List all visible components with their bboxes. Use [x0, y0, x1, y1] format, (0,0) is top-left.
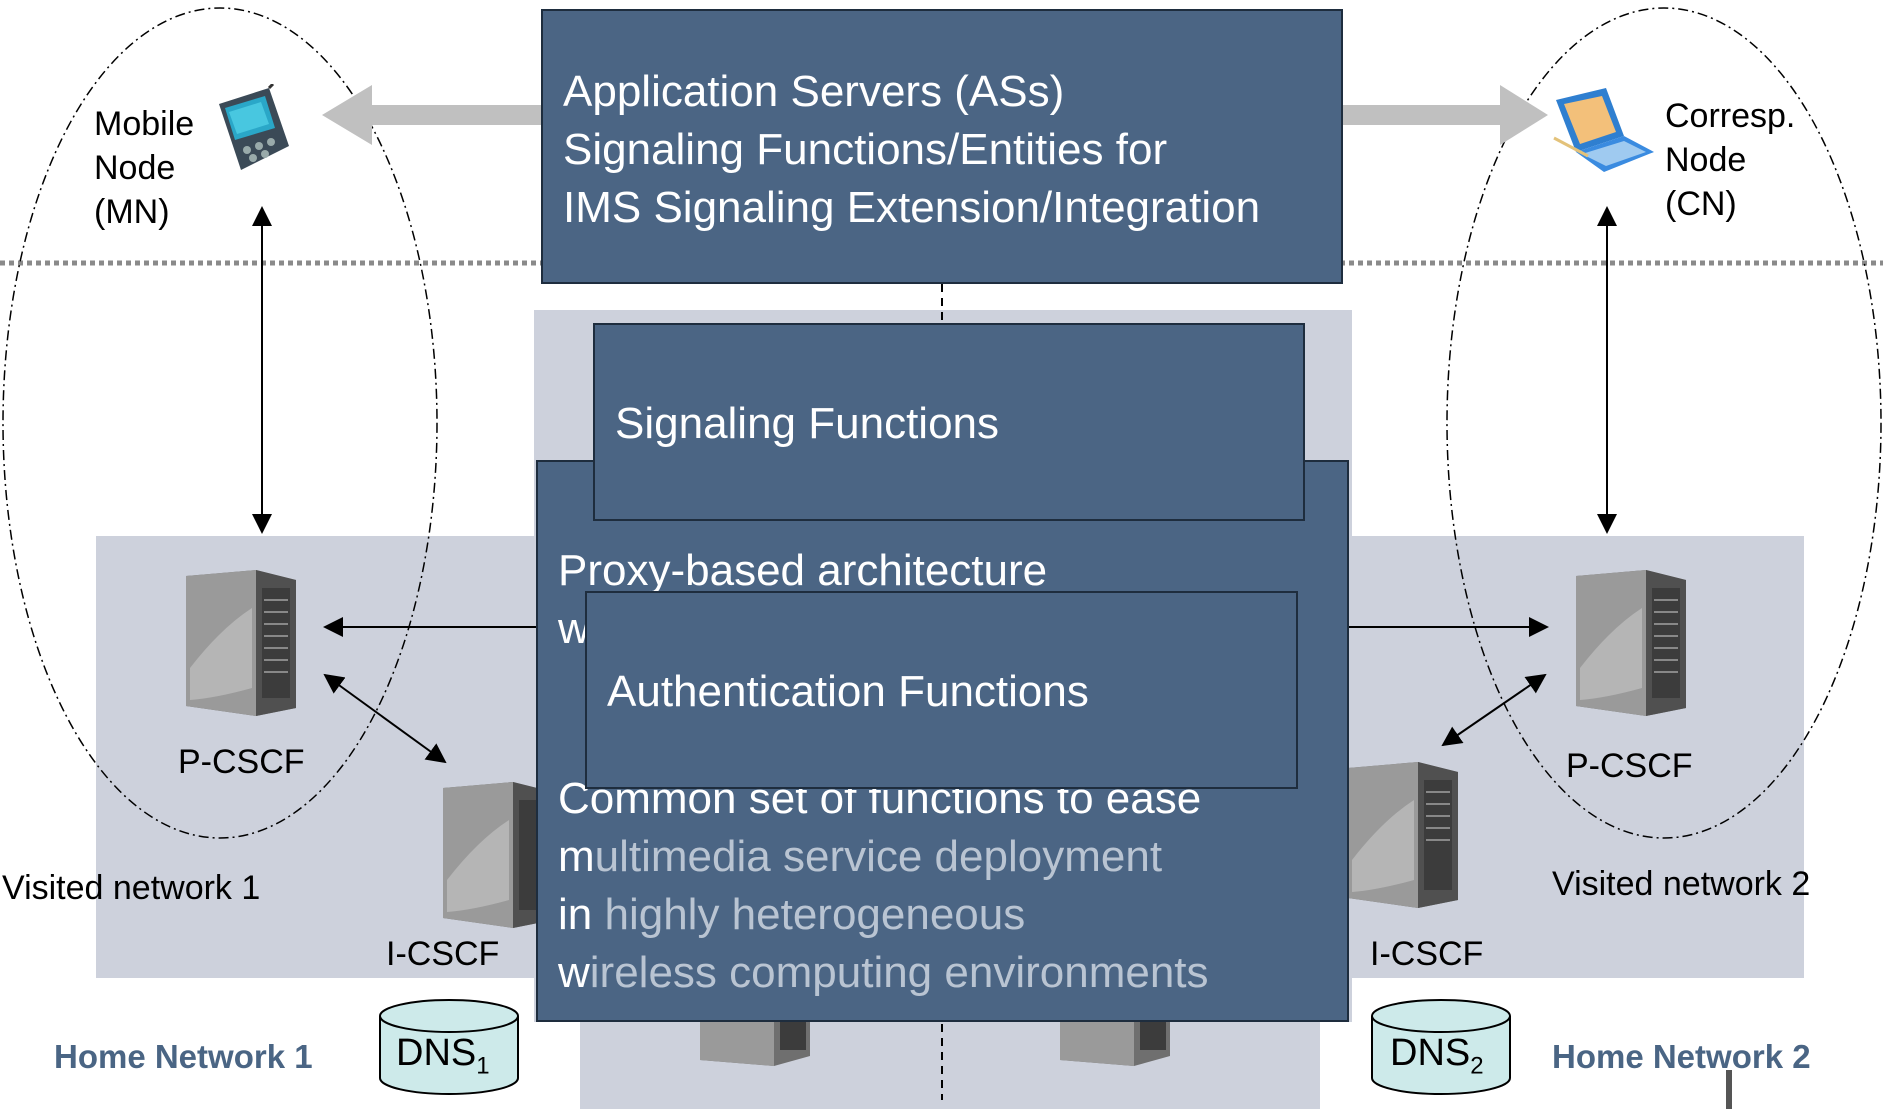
proxy-line-1: Proxy-based architecture: [558, 546, 1048, 595]
dns2-database-icon: [1371, 999, 1511, 1095]
pcscf-right-label: P-CSCF: [1566, 747, 1693, 785]
gray-arrow-right: [1500, 85, 1548, 145]
corresp-node-label: Corresp. Node (CN): [1665, 97, 1796, 223]
as-line-1: Application Servers (ASs): [563, 67, 1065, 116]
mobile-node-label: Mobile Node (MN): [94, 105, 195, 231]
visited-network-1-label: Visited network 1: [2, 869, 261, 907]
visited-network-1-ellipse: [2, 7, 438, 839]
pcscf-left-label: P-CSCF: [178, 743, 305, 781]
common-line-2: multimedia service deployment: [558, 832, 1163, 881]
authentication-functions-label: Authentication Functions: [607, 667, 1089, 716]
icscf-right-label: I-CSCF: [1370, 935, 1484, 973]
signaling-functions-label: Signaling Functions: [615, 399, 1000, 448]
pda-icon: [219, 84, 289, 170]
as-line-2: Signaling Functions/Entities for: [563, 125, 1168, 174]
icscf-left-label: I-CSCF: [386, 935, 500, 973]
pcscf-icscf-left-link: [323, 673, 447, 764]
gray-arrow-left: [322, 85, 372, 145]
common-line-3: in highly heterogeneous: [558, 890, 1026, 939]
corner-bar: [1726, 1070, 1732, 1109]
dns2-label: DNS2: [1390, 1032, 1484, 1080]
proxy-line-2: w: [558, 604, 590, 653]
laptop-icon: [1553, 88, 1654, 172]
dns1-label: DNS1: [396, 1032, 490, 1080]
dns1-database-icon: [379, 999, 519, 1095]
signaling-functions-panel: Signaling Functions: [593, 323, 1305, 521]
common-line-4: wireless computing environments: [558, 948, 1209, 997]
server-icon: [186, 570, 296, 716]
server-icon: [1348, 762, 1458, 908]
application-servers-panel: Application Servers (ASs) Signaling Func…: [541, 9, 1343, 284]
visited-network-2-label: Visited network 2: [1552, 865, 1811, 903]
authentication-functions-panel: Authentication Functions: [585, 591, 1298, 789]
home-network-1-label: Home Network 1: [54, 1038, 313, 1075]
as-line-3: IMS Signaling Extension/Integration: [563, 183, 1261, 232]
server-icon: [1576, 570, 1686, 716]
home-network-2-label: Home Network 2: [1552, 1038, 1811, 1075]
pcscf-icscf-right-link: [1441, 673, 1547, 747]
visited-network-2-ellipse: [1446, 7, 1882, 839]
